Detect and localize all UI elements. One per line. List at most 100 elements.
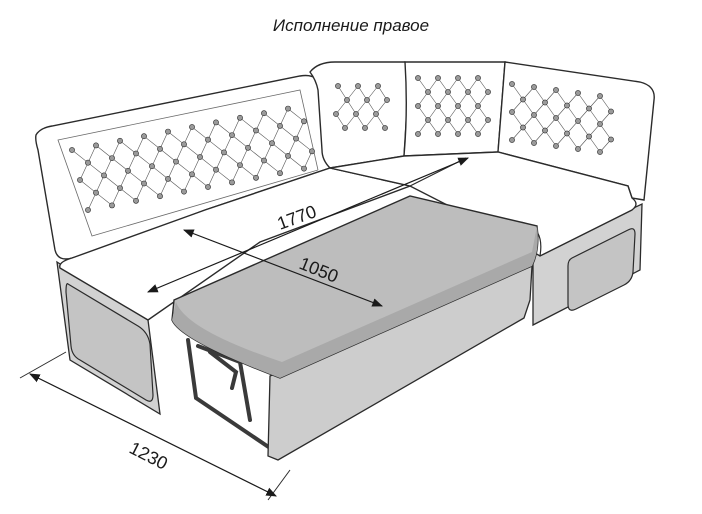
tuft-button xyxy=(69,147,75,153)
dimension-bed xyxy=(182,229,384,307)
tuft-seam xyxy=(295,121,305,139)
tuft-seam xyxy=(95,175,105,193)
tuft-button xyxy=(333,111,339,117)
tufting-buttons xyxy=(69,75,614,213)
tuft-button xyxy=(237,162,243,168)
tuft-button xyxy=(342,125,348,131)
tuft-seam xyxy=(566,133,579,150)
tuft-button xyxy=(382,125,388,131)
tuft-button xyxy=(608,108,614,115)
tuft-button xyxy=(269,140,275,147)
tuft-seam xyxy=(87,192,97,211)
dimension-depth xyxy=(19,351,291,501)
tuft-button xyxy=(277,123,283,129)
tuft-button xyxy=(575,90,581,96)
tuft-seam xyxy=(215,152,225,170)
tuft-seam xyxy=(247,130,257,148)
tuft-seam xyxy=(167,131,185,145)
tuft-button xyxy=(117,137,123,144)
tuft-button xyxy=(157,145,163,152)
tuft-seam xyxy=(151,165,169,180)
tuft-button xyxy=(531,84,537,90)
tuft-button xyxy=(373,111,379,117)
tuft-button xyxy=(586,133,592,140)
tuft-seam xyxy=(271,142,289,157)
tuft-button xyxy=(277,170,283,177)
tuft-seam xyxy=(287,108,305,122)
tuft-seam xyxy=(566,105,579,122)
tuft-seam xyxy=(375,99,388,115)
tuft-button xyxy=(85,207,91,213)
tuft-button xyxy=(564,130,570,137)
tuft-button xyxy=(597,121,603,127)
tuft-seam xyxy=(364,113,377,129)
tuft-button xyxy=(335,83,341,89)
diagram-title: Исполнение правое xyxy=(272,16,430,35)
tuft-button xyxy=(93,189,99,196)
tuft-button xyxy=(435,131,441,137)
tuft-button xyxy=(455,103,461,109)
tuft-button xyxy=(101,172,107,179)
tuft-button xyxy=(415,131,421,137)
right-base-panel xyxy=(567,228,636,311)
tuft-seam xyxy=(231,164,241,183)
tuft-button xyxy=(445,89,451,95)
tuft-seam xyxy=(167,161,177,180)
tuft-button xyxy=(285,152,291,159)
tuft-button xyxy=(608,136,614,143)
tuft-button xyxy=(205,136,211,143)
tuft-seam xyxy=(263,160,281,174)
tuft-button xyxy=(475,75,481,81)
tuft-seam xyxy=(207,122,217,140)
tuft-seam xyxy=(287,138,297,157)
tuft-button xyxy=(597,149,603,155)
tuft-seam xyxy=(167,178,185,192)
tuft-seam xyxy=(135,153,153,167)
tuft-seam xyxy=(183,126,193,145)
tuft-button xyxy=(375,83,381,89)
tuft-button xyxy=(445,117,451,123)
tuft-button xyxy=(301,165,307,172)
tuft-button xyxy=(475,103,481,109)
tuft-seam xyxy=(127,153,137,171)
tuft-seam xyxy=(577,120,590,137)
tuft-button xyxy=(520,124,526,131)
tuft-seam xyxy=(119,170,129,189)
tuft-button xyxy=(509,109,515,115)
tuft-button xyxy=(133,150,139,157)
tuft-button xyxy=(109,202,115,209)
tuft-button xyxy=(485,89,491,95)
tuft-seam xyxy=(279,155,289,174)
tuft-seam xyxy=(111,140,121,159)
tuft-button xyxy=(197,154,203,160)
tuft-seam xyxy=(239,117,257,131)
tuft-button xyxy=(455,75,461,81)
tuft-button xyxy=(77,177,83,183)
tuft-seam xyxy=(199,156,217,170)
tuft-seam xyxy=(544,130,557,147)
tuft-seam xyxy=(344,113,357,129)
tuft-seam xyxy=(588,136,601,153)
tuft-seam xyxy=(255,130,273,144)
tuft-button xyxy=(435,103,441,109)
tuft-seam xyxy=(577,92,590,109)
tuft-button xyxy=(237,114,243,121)
corner-backrest xyxy=(309,61,410,169)
tuft-seam xyxy=(95,192,113,206)
tuft-button xyxy=(301,118,307,125)
tuft-seam xyxy=(511,83,524,100)
tuft-seam xyxy=(159,148,177,162)
label-depth: 1230 xyxy=(126,438,171,474)
tuft-seam xyxy=(355,99,368,115)
tuft-seam xyxy=(143,183,161,197)
tuft-seam xyxy=(191,174,209,188)
tuft-seam xyxy=(533,86,546,103)
tuft-button xyxy=(85,159,91,166)
tuft-seam xyxy=(544,102,557,119)
tuft-seam xyxy=(599,95,612,112)
tuft-button xyxy=(285,105,291,112)
tuft-button xyxy=(597,93,603,99)
tuft-button xyxy=(575,118,581,124)
tuft-button xyxy=(353,111,359,117)
tuft-seam xyxy=(111,157,129,172)
